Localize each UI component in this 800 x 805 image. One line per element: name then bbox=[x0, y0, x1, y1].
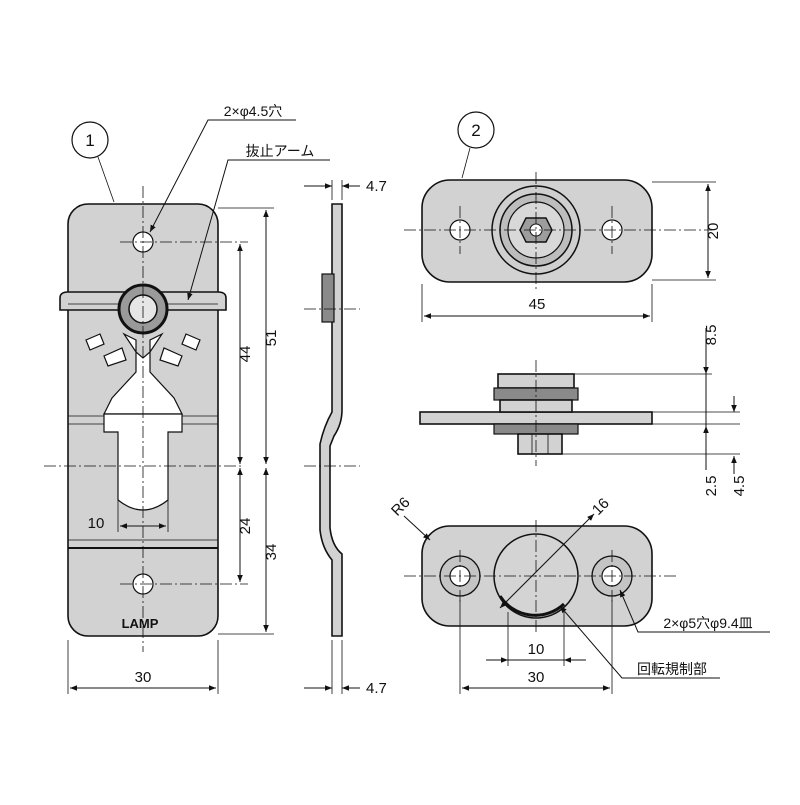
label-holes-part2: 2×φ5穴φ9.4皿 bbox=[663, 615, 752, 631]
part2-top-view: 20 45 2 bbox=[404, 111, 722, 322]
dim-45: 45 bbox=[529, 296, 546, 313]
callout-2 bbox=[457, 111, 495, 149]
part2-bottom-view: 30 10 R6 16 2×φ5穴φ9.4皿 回転規制部 bbox=[388, 494, 770, 694]
lamp-logo: LAMP bbox=[122, 616, 159, 631]
part1-front-view: LAMP 51 34 44 24 30 10 2×φ4.5穴 抜止アーム bbox=[44, 103, 330, 694]
dim-30-part1: 30 bbox=[135, 669, 152, 686]
dim-51: 51 bbox=[263, 330, 280, 347]
dim-34: 34 bbox=[263, 544, 280, 561]
dim-10-part2: 10 bbox=[528, 641, 545, 658]
label-rotation-stop: 回転規制部 bbox=[637, 661, 707, 677]
label-retaining-arm: 抜止アーム bbox=[246, 143, 315, 159]
dim-r6: R6 bbox=[388, 494, 414, 520]
side-boss bbox=[321, 273, 335, 323]
label-holes-part1: 2×φ4.5穴 bbox=[224, 103, 283, 119]
dim-2-5: 2.5 bbox=[703, 476, 720, 497]
dim-10-part1: 10 bbox=[88, 515, 105, 532]
dim-24: 24 bbox=[237, 518, 254, 535]
part1-side-view: 4.7 4.7 bbox=[304, 178, 387, 697]
side-profile bbox=[319, 203, 343, 637]
svg-text:1: 1 bbox=[85, 131, 94, 150]
dim-4-5: 4.5 bbox=[731, 476, 748, 497]
part2-side-view: 8.5 2.5 4.5 bbox=[419, 325, 748, 497]
dim-4-7-bottom: 4.7 bbox=[366, 680, 387, 697]
callout-1 bbox=[71, 121, 109, 159]
svg-text:2: 2 bbox=[471, 121, 480, 140]
dim-8-5: 8.5 bbox=[703, 325, 720, 346]
dim-30-part2: 30 bbox=[528, 669, 545, 686]
rotor-stem bbox=[517, 433, 563, 455]
dim-20: 20 bbox=[705, 223, 722, 240]
dim-4-7-top: 4.7 bbox=[366, 178, 387, 195]
dim-44: 44 bbox=[237, 346, 254, 363]
